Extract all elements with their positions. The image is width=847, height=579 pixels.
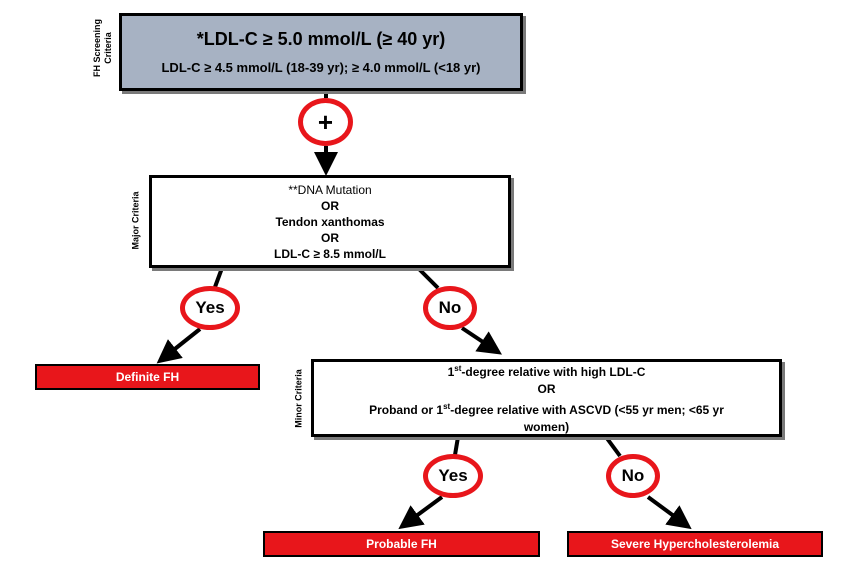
outcome-probable-fh: Probable FH bbox=[263, 531, 540, 557]
yes-circle-major: Yes bbox=[180, 286, 240, 330]
minor-line1-pre: 1 bbox=[447, 365, 455, 379]
major-criteria-box: **DNA Mutation OR Tendon xanthomas OR LD… bbox=[149, 175, 511, 268]
arrow-minor-to-yes bbox=[453, 436, 460, 456]
screening-label-line1: FH Screening bbox=[92, 19, 102, 78]
arrow-minor-to-no bbox=[604, 435, 622, 458]
outcome-severe-hypercholesterolemia: Severe Hypercholesterolemia bbox=[567, 531, 823, 557]
major-criteria-label: Major Criteria bbox=[130, 191, 141, 250]
no-circle-major: No bbox=[423, 286, 477, 330]
minor-line2-sup: st bbox=[443, 402, 451, 411]
major-line: Tendon xanthomas bbox=[275, 214, 385, 229]
arrow-yes-to-probable bbox=[398, 495, 444, 530]
minor-line-1: 1st-degree relative with high LDL-C bbox=[448, 360, 646, 381]
arrow-yes-to-definite bbox=[156, 327, 202, 364]
outcome-definite-fh: Definite FH bbox=[35, 364, 260, 390]
yes-circle-minor: Yes bbox=[423, 454, 483, 498]
major-line: OR bbox=[321, 198, 339, 213]
minor-line1-post: -degree relative with high LDL-C bbox=[461, 365, 646, 379]
minor-line-2: Proband or 1st-degree relative with ASCV… bbox=[369, 398, 724, 419]
minor-line2-pre: Proband or 1 bbox=[369, 403, 444, 417]
minor-criteria-label: Minor Criteria bbox=[293, 369, 304, 428]
screening-sub-text: LDL-C ≥ 4.5 mmol/L (18-39 yr); ≥ 4.0 mmo… bbox=[161, 60, 481, 75]
arrow-major-to-no bbox=[416, 266, 440, 290]
minor-or: OR bbox=[537, 382, 556, 396]
screening-criteria-box: *LDL-C ≥ 5.0 mmol/L (≥ 40 yr) LDL-C ≥ 4.… bbox=[119, 13, 523, 91]
screening-main-text: *LDL-C ≥ 5.0 mmol/L (≥ 40 yr) bbox=[196, 29, 446, 49]
minor-line1-sup: st bbox=[454, 364, 462, 373]
major-line: **DNA Mutation bbox=[288, 182, 372, 197]
arrow-no-to-minor bbox=[460, 326, 502, 355]
no-circle-minor: No bbox=[606, 454, 660, 498]
screening-label-line2: Criteria bbox=[103, 32, 113, 64]
arrow-major-to-yes bbox=[213, 267, 224, 288]
minor-line2-post: -degree relative with ASCVD (<55 yr men;… bbox=[450, 403, 724, 417]
minor-criteria-box: 1st-degree relative with high LDL-C OR P… bbox=[311, 359, 782, 437]
major-line: OR bbox=[321, 230, 339, 245]
minor-line-3: women) bbox=[523, 420, 570, 434]
arrow-no-to-severe bbox=[646, 495, 692, 530]
plus-circle: + bbox=[298, 98, 353, 146]
screening-criteria-label: FH Screening Criteria bbox=[92, 3, 114, 93]
major-line: LDL-C ≥ 8.5 mmol/L bbox=[274, 246, 386, 261]
